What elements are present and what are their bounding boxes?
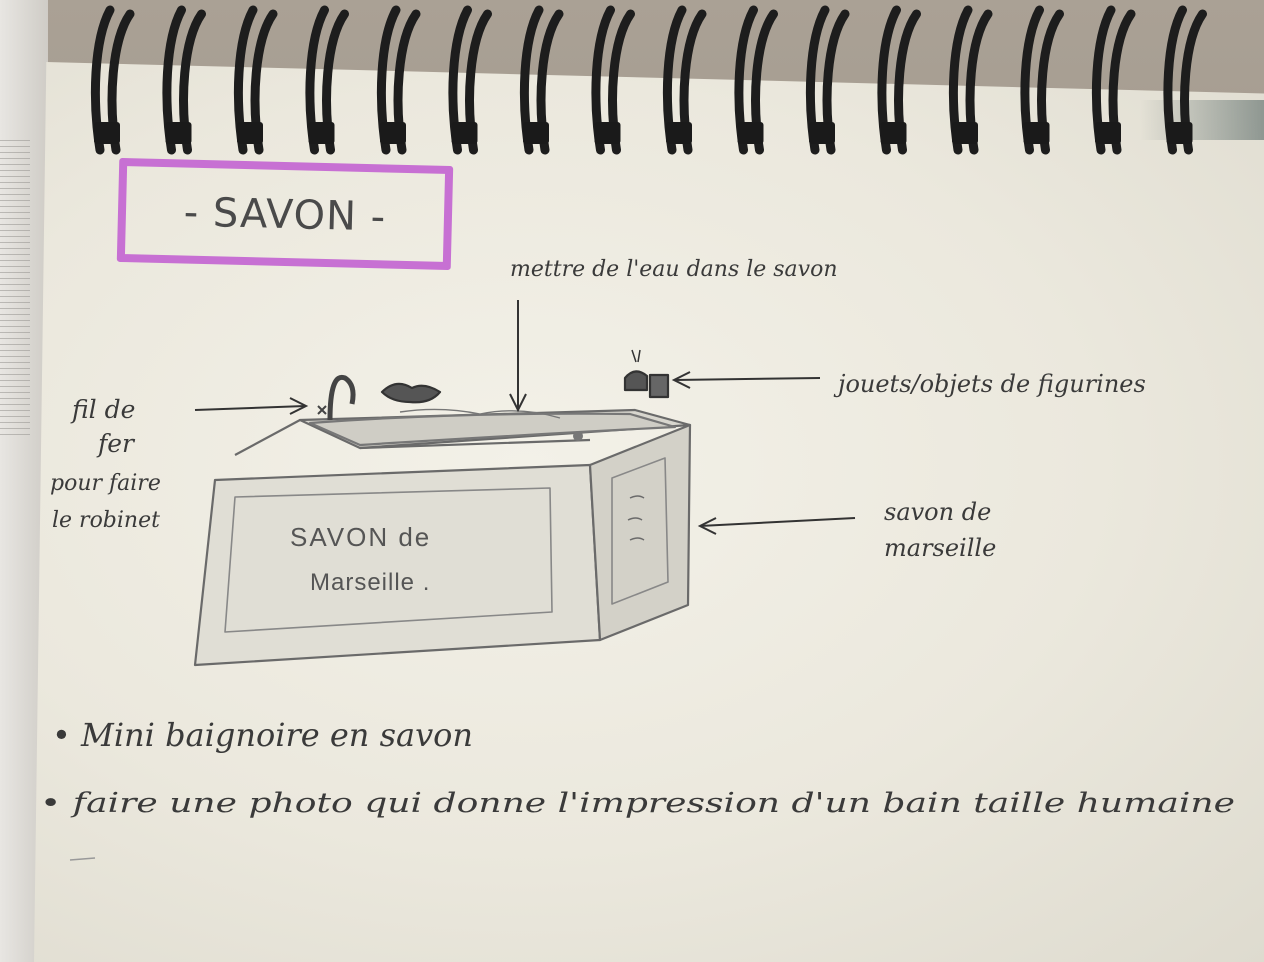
binding-hole [523,122,549,144]
annotation-water: mettre de l'eau dans le savon [510,257,838,282]
annotation-toys: jouets/objets de figurines [833,370,1146,398]
page-shadow [1140,100,1264,140]
ruler [0,0,48,962]
binding-hole [1023,122,1050,144]
annotation-wire-1: fil de [70,395,135,424]
arrow-wire [194,405,306,411]
pencil-mark [69,857,96,861]
soap-block-sketch [193,349,692,667]
note-2: • faire une photo qui donne l'impression… [40,788,1235,819]
block-label-2: Marseille . [310,569,430,596]
binding-hole [94,122,120,144]
binding-hole [165,122,192,144]
annotation-wire-2: fer [96,429,136,458]
binding-hole [952,122,978,144]
binding-hole [737,122,764,144]
arrow-soap [699,517,856,527]
block-label-1: SAVON de [290,522,431,552]
binding-hole [594,122,621,144]
note-1: • Mini baignoire en savon [52,716,473,754]
binding-hole [1095,122,1121,144]
binding-hole [451,122,478,144]
ruler-ticks [0,140,30,440]
arrow-toys [674,377,821,381]
annotation-wire-4: le robinet [52,508,160,533]
binding-hole [666,122,692,144]
annotation-soap-2: marseille [884,534,996,562]
binding-hole [1166,122,1193,144]
spiral-binding [90,5,1207,155]
binding-hole [380,122,406,144]
annotation-arrows [194,300,856,535]
annotation-soap-1: savon de [884,498,991,526]
binding-hole [809,122,835,144]
binding-hole [880,122,907,144]
binding-hole [237,122,263,144]
binding-hole [308,122,335,144]
annotation-wire-3: pour faire [50,471,161,496]
